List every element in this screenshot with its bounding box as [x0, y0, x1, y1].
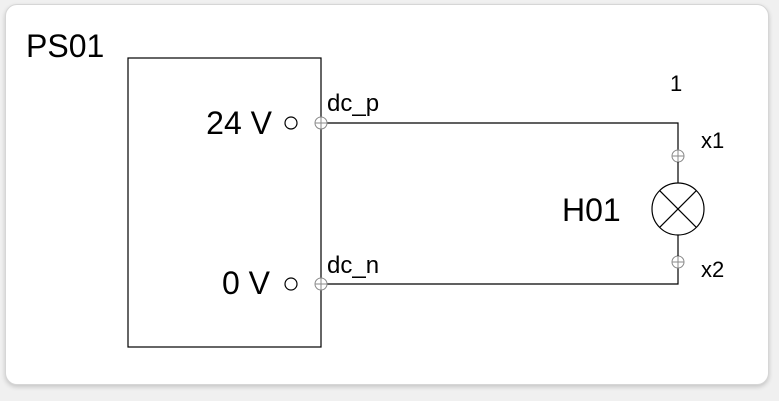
wire-negative[interactable]: [321, 262, 679, 285]
terminal-label-0v: 0 V: [222, 265, 271, 301]
connection-point-positive: [314, 116, 328, 130]
lamp-pin-bottom-label: x2: [701, 257, 724, 282]
power-supply-tag: PS01: [26, 28, 104, 64]
terminal-negative[interactable]: [284, 277, 298, 291]
power-supply-box[interactable]: [127, 57, 322, 348]
lamp-tag: H01: [562, 192, 621, 228]
wire-positive[interactable]: [321, 122, 679, 150]
wire-label-positive: dc_p: [327, 90, 379, 117]
lamp-icon[interactable]: [651, 182, 705, 236]
wire-label-negative: dc_n: [327, 252, 379, 279]
terminal-label-24v: 24 V: [206, 105, 272, 141]
lamp-pin-bottom-point: [671, 255, 685, 269]
connection-point-negative: [314, 277, 328, 291]
diagram-card: [5, 4, 769, 385]
lamp-pin-top-point: [671, 149, 685, 163]
terminal-positive[interactable]: [284, 116, 298, 130]
lamp-pin-top-label: x1: [701, 128, 724, 153]
lamp-index: 1: [670, 71, 682, 96]
